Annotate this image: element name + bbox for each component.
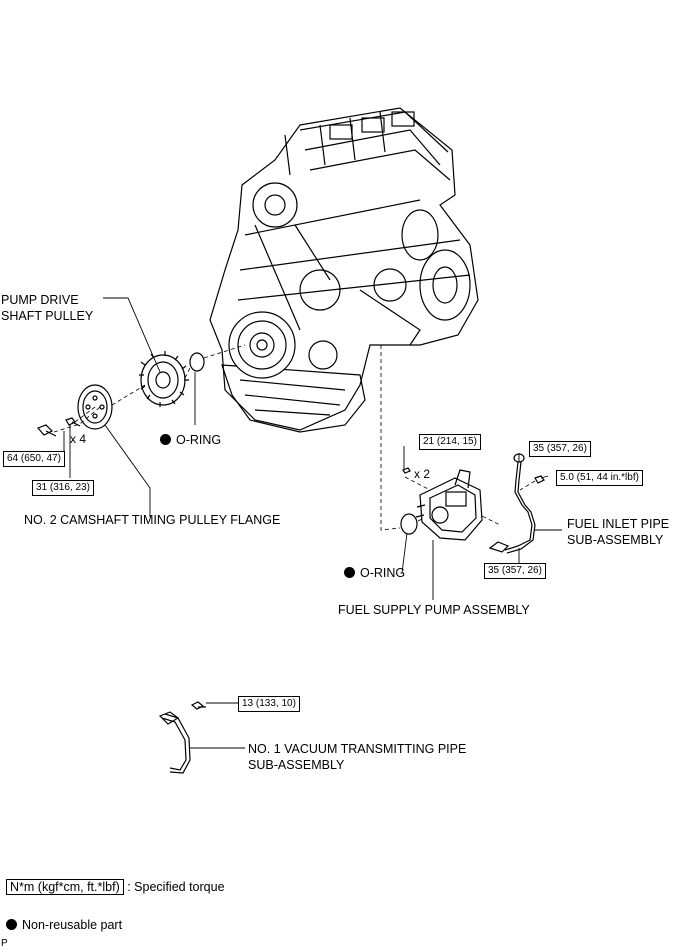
fuel-inlet-pipe-label: FUEL INLET PIPE SUB-ASSEMBLY xyxy=(567,516,669,548)
non-reusable-dot-icon xyxy=(160,434,171,445)
torque-5-box: 5.0 (51, 44 in.*lbf) xyxy=(556,470,643,486)
legend-nonreusable-text: Non-reusable part xyxy=(22,918,123,932)
o-ring-upper xyxy=(189,352,205,372)
pump-drive-label-line1: PUMP DRIVE xyxy=(1,293,79,307)
pump-drive-shaft-pulley-label: PUMP DRIVE SHAFT PULLEY xyxy=(1,292,93,324)
camshaft-flange-label: NO. 2 CAMSHAFT TIMING PULLEY FLANGE xyxy=(24,513,281,527)
vacuum-pipe-label: NO. 1 VACUUM TRANSMITTING PIPE SUB-ASSEM… xyxy=(248,741,466,773)
alignment-lines xyxy=(53,344,536,531)
footer-code: P xyxy=(1,938,8,949)
fuel-inlet-label-line1: FUEL INLET PIPE xyxy=(567,517,670,531)
torque-35-upper-box: 35 (357, 26) xyxy=(529,441,591,457)
non-reusable-dot-icon xyxy=(344,567,355,578)
non-reusable-dot-icon xyxy=(6,919,17,930)
torque-13-box: 13 (133, 10) xyxy=(238,696,300,712)
multiplier-x4: x 4 xyxy=(70,432,87,446)
bolt-64 xyxy=(36,424,57,437)
torque-21-box: 21 (214, 15) xyxy=(419,434,481,450)
fuel-inlet-pipe-subassembly xyxy=(488,453,545,554)
vacuum-label-line2: SUB-ASSEMBLY xyxy=(248,758,345,772)
pump-bolt xyxy=(402,467,411,474)
legend-torque-desc: : Specified torque xyxy=(127,880,225,894)
o-ring-label-lower: O-RING xyxy=(344,565,405,581)
o-ring-text: O-RING xyxy=(360,566,406,580)
torque-64-box: 64 (650, 47) xyxy=(3,451,65,467)
pump-drive-shaft-pulley xyxy=(139,351,189,407)
vacuum-label-line1: NO. 1 VACUUM TRANSMITTING PIPE xyxy=(248,742,467,756)
o-ring-label-upper: O-RING xyxy=(160,432,221,448)
fuel-supply-pump-label: FUEL SUPPLY PUMP ASSEMBLY xyxy=(338,603,530,617)
pump-drive-label-line2: SHAFT PULLEY xyxy=(1,309,94,323)
leader-lines xyxy=(63,297,562,749)
fuel-supply-pump-assembly xyxy=(415,469,483,541)
o-ring-lower xyxy=(400,513,418,535)
legend-torque-box: N*m (kgf*cm, ft.*lbf) xyxy=(6,879,124,895)
vacuum-transmitting-pipe xyxy=(158,701,206,774)
engine-block xyxy=(209,107,479,433)
torque-31-box: 31 (316, 23) xyxy=(32,480,94,496)
legend-torque: N*m (kgf*cm, ft.*lbf) : Specified torque xyxy=(6,879,225,895)
torque-35-lower-box: 35 (357, 26) xyxy=(484,563,546,579)
o-ring-text: O-RING xyxy=(176,433,222,447)
legend-nonreusable: Non-reusable part xyxy=(6,917,122,933)
multiplier-x2: x 2 xyxy=(414,467,431,481)
fuel-inlet-label-line2: SUB-ASSEMBLY xyxy=(567,533,664,547)
